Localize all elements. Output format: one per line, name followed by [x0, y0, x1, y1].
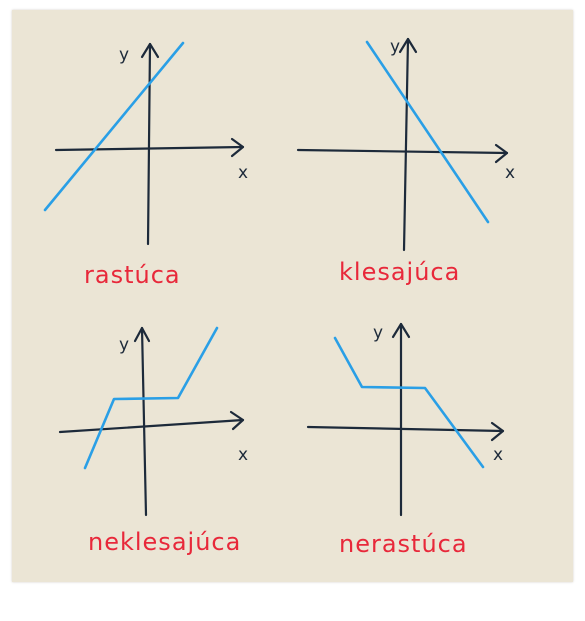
panel-decreasing: x y klesajúca [296, 37, 515, 286]
x-axis-label: x [238, 445, 248, 465]
curve-non-decreasing [83, 326, 219, 470]
y-axis-label: y [373, 323, 383, 343]
caption-non-increasing: nerastúca [339, 530, 468, 558]
y-axis [402, 37, 410, 252]
caption-non-decreasing: neklesajúca [88, 528, 241, 556]
x-axis [58, 418, 245, 434]
paper-background [12, 10, 573, 582]
y-axis-label: y [119, 45, 129, 65]
caption-increasing: rastúca [84, 261, 181, 289]
x-axis-label: x [238, 163, 248, 183]
y-axis-arrowhead [140, 42, 160, 59]
x-axis-arrowhead [230, 137, 245, 158]
y-axis-label: y [119, 335, 129, 355]
x-axis [306, 425, 505, 433]
x-axis-label: x [505, 163, 515, 183]
curve-decreasing [365, 40, 490, 224]
y-axis-arrowhead [398, 37, 418, 54]
y-axis-arrowhead [133, 326, 151, 343]
y-axis-label: y [390, 37, 400, 57]
x-axis [296, 148, 509, 155]
y-axis [146, 42, 152, 246]
x-axis-arrowhead [494, 143, 509, 164]
x-axis-arrowhead [229, 410, 245, 431]
x-axis-label: x [493, 445, 503, 465]
panel-non-increasing: x y nerastúca [306, 322, 505, 558]
curve-non-increasing [333, 336, 485, 469]
panel-non-decreasing: x y neklesajúca [58, 326, 248, 556]
y-axis [140, 326, 148, 517]
x-axis-arrowhead [490, 421, 505, 442]
y-axis-arrowhead [391, 322, 411, 339]
caption-decreasing: klesajúca [339, 258, 460, 286]
panel-increasing: x y rastúca [43, 41, 248, 289]
curve-increasing [43, 41, 185, 212]
